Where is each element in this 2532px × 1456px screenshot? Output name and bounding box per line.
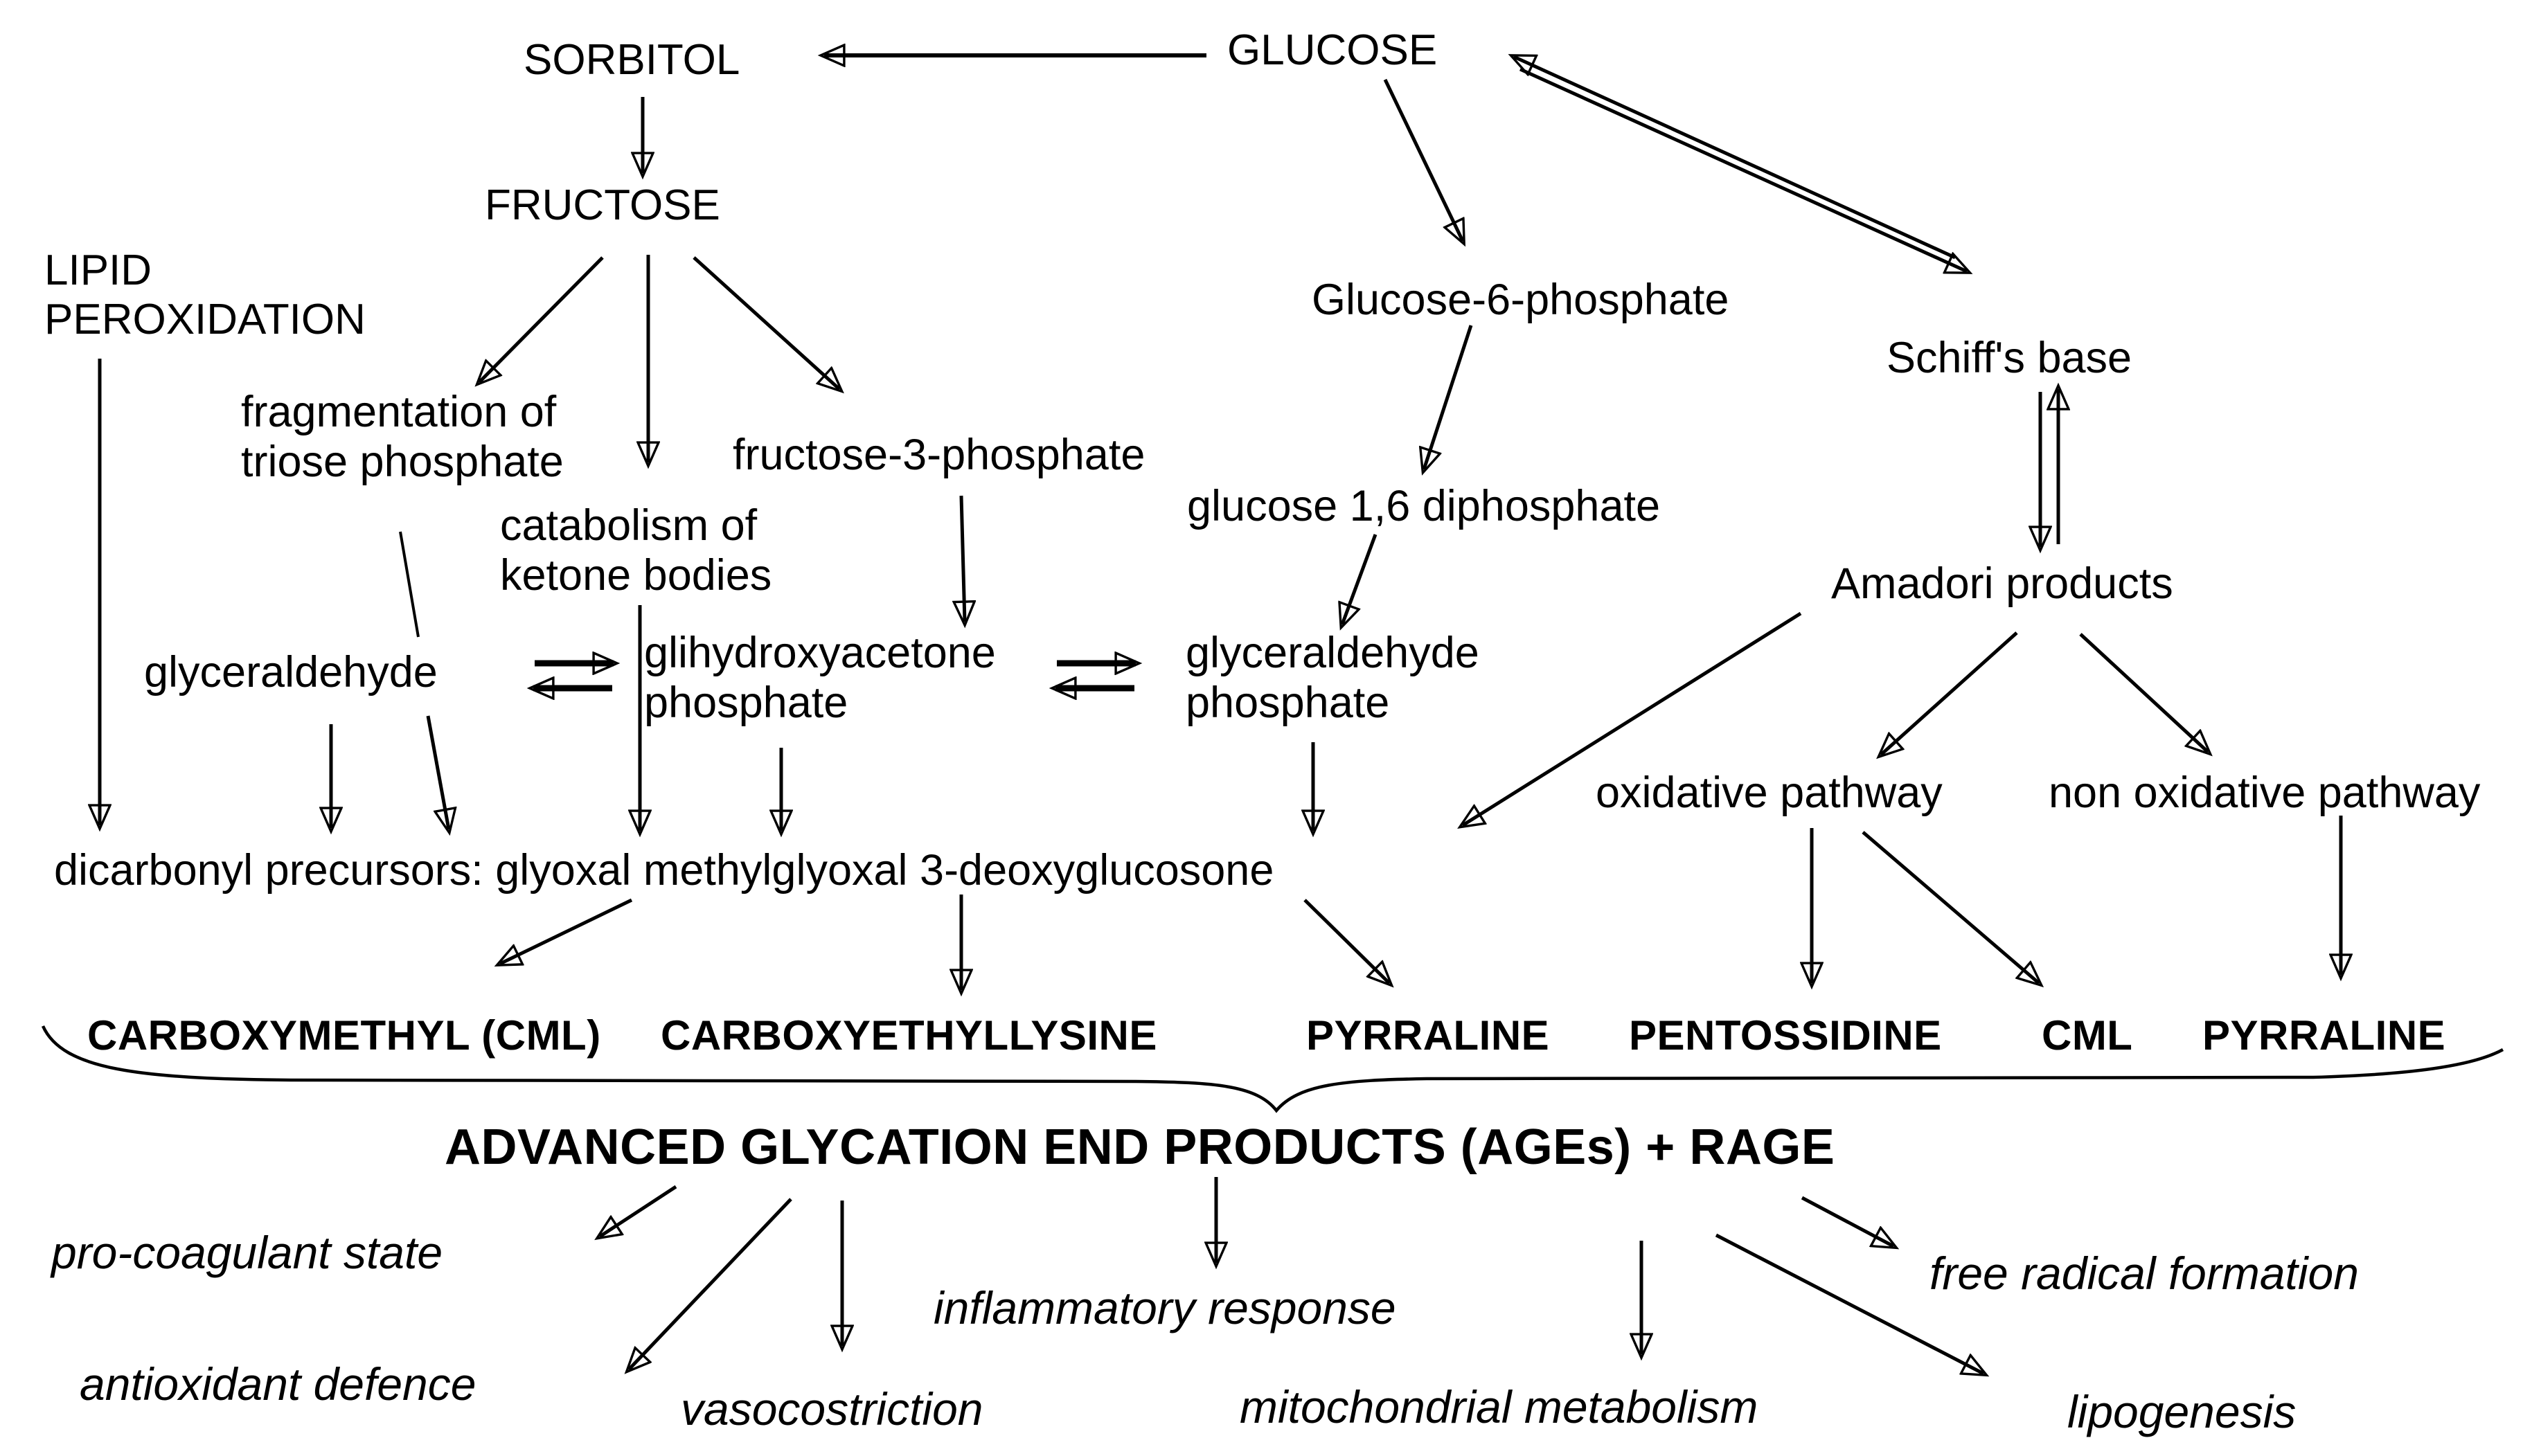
node-pentossidine: PENTOSSIDINE	[1629, 1012, 1942, 1059]
node-fructose-3-phosphate: fructose-3-phosphate	[733, 431, 1145, 479]
node-glucose-16-diphosphate: glucose 1,6 diphosphate	[1187, 482, 1661, 530]
arrow-schiffs-to-glucose-back	[1514, 57, 1956, 260]
arrow-amadori-to-nonoxidative	[2079, 633, 2208, 752]
node-glucose-6-phosphate: Glucose-6-phosphate	[1312, 276, 1729, 324]
arrow-fructose-to-f3p	[693, 256, 839, 389]
arrow-glyceraldehyde-to-dicarbonyl-2	[426, 715, 449, 829]
node-carboxymethyl-cml: CARBOXYMETHYL (CML)	[87, 1012, 601, 1059]
node-non-oxidative-pathway: non oxidative pathway	[2049, 769, 2481, 817]
node-carboxyethyllysine: CARBOXYETHYLLYSINE	[661, 1012, 1157, 1059]
node-glucose: GLUCOSE	[1227, 26, 1438, 74]
arrow-glucose-to-g6p	[1383, 78, 1463, 241]
node-pyrraline-1: PYRRALINE	[1306, 1012, 1550, 1059]
line-fragmentation-to-glyceraldehyde	[399, 531, 420, 638]
node-sorbitol: SORBITOL	[524, 36, 740, 84]
arrow-amadori-to-oxidative	[1881, 631, 2018, 755]
arrow-fructose-to-fragmentation	[479, 256, 604, 382]
arrow-f3p-to-dhap	[961, 495, 965, 622]
arrow-dicarbonyl-to-carboxymethyl	[500, 898, 633, 964]
arrow-glucose-to-schiffs-fwd	[1519, 67, 1967, 271]
outcome-pro-coagulant-state: pro-coagulant state	[51, 1227, 443, 1278]
outcome-inflammatory-response: inflammatory response	[934, 1282, 1396, 1333]
arrow-dicarbonyl-to-pyrraline-1	[1303, 899, 1389, 983]
outcome-lipogenesis: lipogenesis	[2067, 1386, 2297, 1437]
brace-products-to-ages	[41, 1025, 2504, 1113]
node-catabolism-ketone-bodies: catabolism of ketone bodies	[500, 501, 772, 600]
node-dicarbonyl-precursors: dicarbonyl precursors: glyoxal methylgly…	[54, 846, 1274, 895]
arrow-g6p-to-g16dp	[1424, 325, 1473, 469]
node-ages-rage-headline: ADVANCED GLYCATION END PRODUCTS (AGEs) +…	[445, 1120, 1835, 1175]
arrow-amadori-to-dicarbonyl	[1463, 611, 1802, 825]
outcome-vasocostriction: vasocostriction	[681, 1383, 983, 1435]
node-schiffs-base: Schiff's base	[1887, 334, 2132, 382]
arrow-ages-to-freeradical	[1801, 1196, 1893, 1246]
node-glyceraldehyde-phosphate: glyceraldehyde phosphate	[1186, 629, 1479, 727]
node-fructose: FRUCTOSE	[485, 181, 720, 229]
node-fragmentation-triose-phosphate: fragmentation of triose phosphate	[241, 388, 564, 486]
node-cml: CML	[2042, 1012, 2133, 1059]
node-glihydroxyacetone-phosphate: glihydroxyacetone phosphate	[644, 629, 996, 727]
arrow-ages-to-lipogenesis	[1715, 1233, 1983, 1374]
node-amadori-products: Amadori products	[1831, 559, 2173, 608]
arrow-oxidative-to-cml	[1862, 831, 2039, 983]
node-oxidative-pathway: oxidative pathway	[1596, 769, 1943, 817]
outcome-mitochondrial-metabolism: mitochondrial metabolism	[1240, 1381, 1758, 1432]
node-lipid-peroxidation: LIPID PEROXIDATION	[44, 246, 366, 343]
arrow-ages-to-procoagulant	[600, 1185, 677, 1237]
arrow-ages-to-antioxidant	[629, 1198, 792, 1369]
outcome-antioxidant-defence: antioxidant defence	[80, 1358, 476, 1410]
outcome-free-radical-formation: free radical formation	[1929, 1248, 2359, 1299]
node-glyceraldehyde: glyceraldehyde	[144, 648, 438, 696]
node-pyrraline-2: PYRRALINE	[2202, 1012, 2446, 1059]
arrow-g16dp-to-gap	[1342, 534, 1378, 624]
